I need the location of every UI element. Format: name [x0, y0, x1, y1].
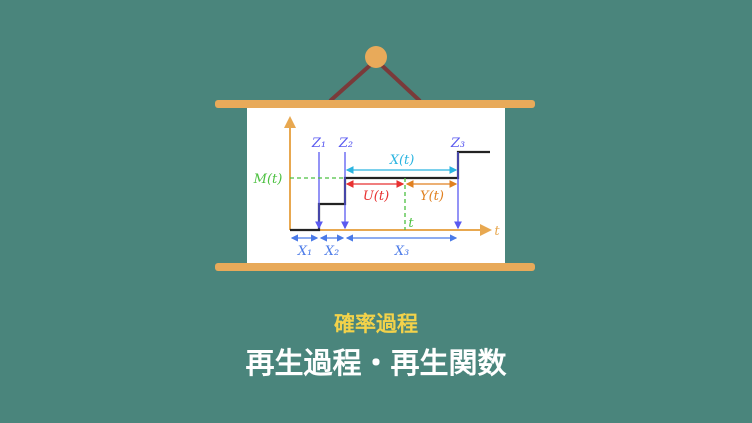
- z1-label: Z₁: [311, 136, 326, 151]
- mt-label: M(t): [253, 172, 283, 187]
- x2-label: X₂: [324, 244, 339, 259]
- subtitle: 確率過程: [334, 312, 418, 336]
- axes: [284, 116, 492, 236]
- z2-label: Z₂: [338, 136, 353, 151]
- board: [247, 107, 505, 263]
- renewal-lines: [315, 152, 462, 230]
- z3-label: Z₃: [450, 136, 465, 151]
- x1-label: X₁: [297, 244, 312, 259]
- t-axis-label: t: [494, 224, 500, 239]
- hanger: [328, 46, 422, 103]
- xt-label: X(t): [389, 153, 415, 168]
- ut-label: U(t): [363, 189, 389, 204]
- top-rail: [215, 100, 535, 108]
- yt-label: Y(t): [420, 189, 444, 204]
- t-mark-label: t: [408, 216, 414, 231]
- bottom-rail: [215, 263, 535, 271]
- page-title: 再生過程・再生関数: [245, 346, 507, 380]
- x3-label: X₃: [394, 244, 409, 259]
